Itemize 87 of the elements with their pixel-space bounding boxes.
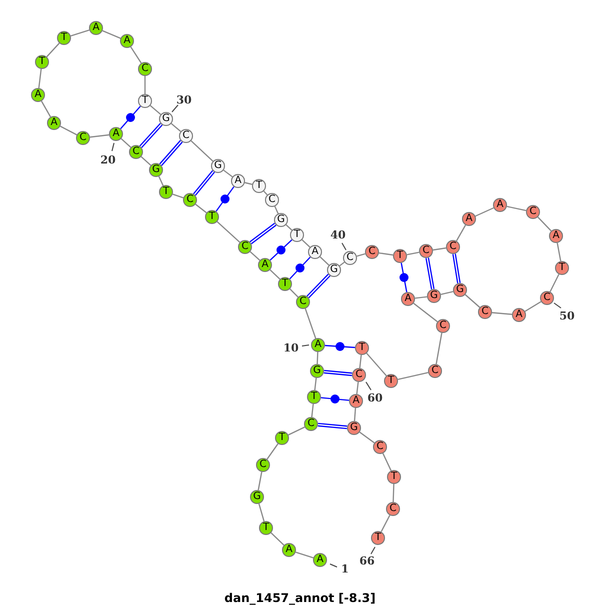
backbone-line bbox=[258, 504, 265, 522]
backbone-line bbox=[413, 302, 438, 322]
backbone-line bbox=[172, 194, 184, 198]
position-number: 66 bbox=[359, 556, 375, 566]
backbone-line bbox=[311, 404, 314, 418]
backbone-line bbox=[130, 46, 142, 64]
backbone-line bbox=[40, 100, 52, 118]
backbone-line bbox=[432, 247, 446, 251]
base-pair-line bbox=[318, 422, 348, 430]
backbone-line bbox=[550, 274, 560, 292]
base-pair-line bbox=[324, 370, 352, 376]
base-pair-line bbox=[452, 254, 461, 284]
backbone-line bbox=[270, 532, 284, 546]
backbone-line bbox=[524, 301, 542, 312]
backbone-line bbox=[378, 252, 394, 256]
base-pair-line bbox=[193, 170, 215, 196]
base-pair-line bbox=[425, 258, 435, 290]
base-pair-line bbox=[400, 262, 408, 292]
base-pair-line bbox=[320, 397, 350, 401]
backbone-line bbox=[250, 251, 260, 261]
backbone-line bbox=[170, 123, 182, 132]
backbone-line bbox=[38, 68, 42, 88]
backbone-line bbox=[398, 372, 428, 380]
backbone-line bbox=[464, 294, 480, 308]
backbone-line bbox=[392, 484, 394, 502]
backbone-line bbox=[506, 206, 526, 212]
position-number: 10 bbox=[283, 342, 299, 354]
backbone-line bbox=[150, 105, 162, 115]
backbone-line bbox=[380, 514, 390, 532]
backbone-line bbox=[356, 253, 366, 257]
backbone-line bbox=[120, 138, 132, 148]
base-pair-line bbox=[324, 344, 356, 348]
backbone-line bbox=[537, 216, 552, 232]
backbone-line bbox=[320, 256, 330, 266]
base-pair-line bbox=[120, 106, 141, 130]
position-number: 50 bbox=[559, 310, 575, 322]
backbone-line bbox=[290, 288, 298, 298]
backbone-line bbox=[60, 126, 78, 136]
backbone-line bbox=[354, 408, 356, 422]
backbone-line bbox=[359, 432, 375, 444]
backbone-line bbox=[456, 224, 466, 242]
base-pair-line bbox=[289, 256, 311, 280]
position-number: 40 bbox=[330, 230, 346, 240]
backbone-line bbox=[158, 176, 164, 186]
backbone-line bbox=[195, 204, 207, 214]
position-number: 1 bbox=[341, 564, 349, 574]
backbone-line bbox=[440, 291, 454, 295]
backbone-line bbox=[436, 332, 442, 364]
backbone-line bbox=[144, 76, 146, 94]
backbone-line bbox=[102, 30, 121, 39]
backbone-line bbox=[216, 221, 240, 243]
base-pair-line bbox=[250, 222, 276, 244]
backbone-line bbox=[223, 170, 233, 178]
backbone-line bbox=[304, 308, 316, 339]
backbone-line bbox=[295, 552, 314, 558]
backbone-line bbox=[366, 352, 387, 376]
backbone-line bbox=[316, 352, 318, 364]
position-number: 30 bbox=[176, 94, 192, 106]
backbone-line bbox=[70, 30, 90, 36]
backbone-line bbox=[270, 269, 280, 280]
backbone-line bbox=[382, 453, 392, 471]
backbone-line bbox=[302, 239, 310, 248]
backbone-line bbox=[492, 312, 512, 315]
backbone-line bbox=[475, 207, 494, 217]
backbone-line bbox=[190, 140, 214, 162]
backbone-line bbox=[90, 134, 110, 138]
backbone-line bbox=[244, 182, 252, 185]
base-pair-line bbox=[270, 239, 292, 261]
backbone-line bbox=[258, 472, 262, 490]
backbone-line bbox=[414, 296, 428, 299]
backbone-line bbox=[266, 443, 278, 460]
base-pair-line bbox=[216, 186, 234, 212]
position-number: 20 bbox=[100, 154, 116, 166]
caption: dan_1457_annot [-8.3] bbox=[223, 592, 377, 604]
position-number: 60 bbox=[367, 392, 383, 404]
base-pair-line bbox=[159, 140, 183, 166]
backbone-line bbox=[46, 42, 60, 58]
backbone-line bbox=[339, 262, 345, 266]
backbone-line bbox=[314, 378, 317, 390]
backbone-line bbox=[359, 354, 362, 368]
backbone-line bbox=[406, 252, 420, 256]
base-pair-line bbox=[306, 274, 330, 298]
base-pair-line bbox=[139, 122, 163, 148]
backbone-line bbox=[140, 156, 152, 166]
backbone-line bbox=[356, 382, 359, 394]
backbone-line bbox=[556, 242, 562, 262]
backbone-line bbox=[288, 426, 305, 436]
